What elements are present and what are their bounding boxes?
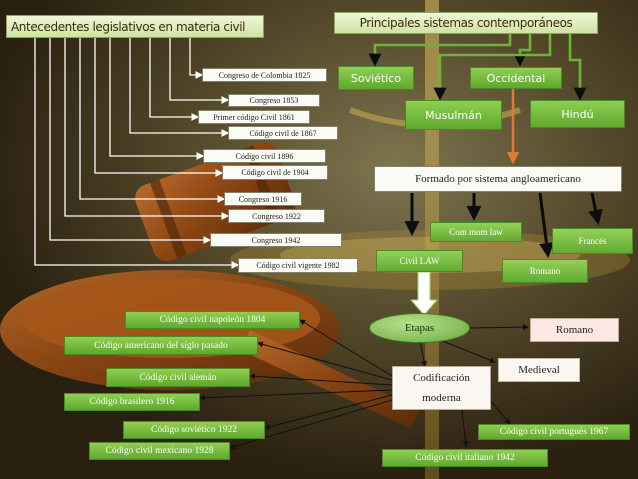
- node-codificacion-moderna: Codificación moderna: [392, 366, 491, 410]
- code-portugues-1967: Código civil portugués 1967: [478, 424, 630, 440]
- node-frances: Francés: [552, 228, 633, 254]
- code-napoleon-1804: Código civil napoleón 1804: [125, 311, 300, 329]
- item-codigo-civil-1867: Código civil de 1867: [228, 126, 338, 140]
- node-civil-law: Civil LAW: [376, 250, 463, 272]
- code-sovietico-1922: Código soviético 1922: [123, 421, 265, 439]
- item-codigo-civil-vigente-1982: Código civil vigente 1982: [238, 258, 358, 273]
- node-common-law: Com mom law: [430, 222, 522, 242]
- item-congreso-colombia-1825: Congreso de Colombia 1825: [202, 68, 327, 82]
- node-musulman: Musulmán: [405, 100, 502, 130]
- node-romano-small: Romano: [502, 259, 588, 283]
- header-sistemas: Principales sistemas contemporáneos: [334, 12, 598, 34]
- codificacion-line-2: moderna: [422, 392, 461, 404]
- item-congreso-1942: Congreso 1942: [210, 233, 342, 247]
- item-congreso-1916: Congreso 1916: [224, 192, 302, 206]
- node-medieval: Medieval: [498, 358, 580, 382]
- code-italiano-1942: Código civil italiano 1942: [382, 449, 548, 467]
- item-congreso-1853: Congreso 1853: [228, 94, 320, 107]
- header-antecedentes: Antecedentes legislativos en materia civ…: [6, 15, 264, 38]
- code-americano-siglo-pasado: Código americano del siglo pasado: [64, 336, 258, 355]
- item-codigo-civil-1896: Código civil 1896: [203, 149, 326, 163]
- item-primer-codigo-civil-1861: Primer código Civil 1861: [198, 110, 310, 124]
- node-occidental: Occidental: [470, 67, 562, 89]
- codificacion-line-1: Codificación: [413, 372, 470, 384]
- item-congreso-1922: Congreso 1922: [228, 209, 325, 223]
- node-sovietico: Soviético: [338, 66, 414, 90]
- code-mexicano-1928: Código civil mexicano 1928: [89, 442, 230, 460]
- code-aleman: Código civil alemán: [106, 368, 250, 387]
- node-formado-angloamericano: Formado por sistema angloamericano: [374, 166, 622, 192]
- item-codigo-civil-1904: Código civil de 1904: [222, 165, 328, 180]
- node-hindu: Hindú: [530, 100, 625, 128]
- code-brasilero-1916: Código brasilero 1916: [64, 393, 200, 411]
- node-romano: Romano: [530, 318, 619, 342]
- node-etapas: Etapas: [369, 313, 470, 343]
